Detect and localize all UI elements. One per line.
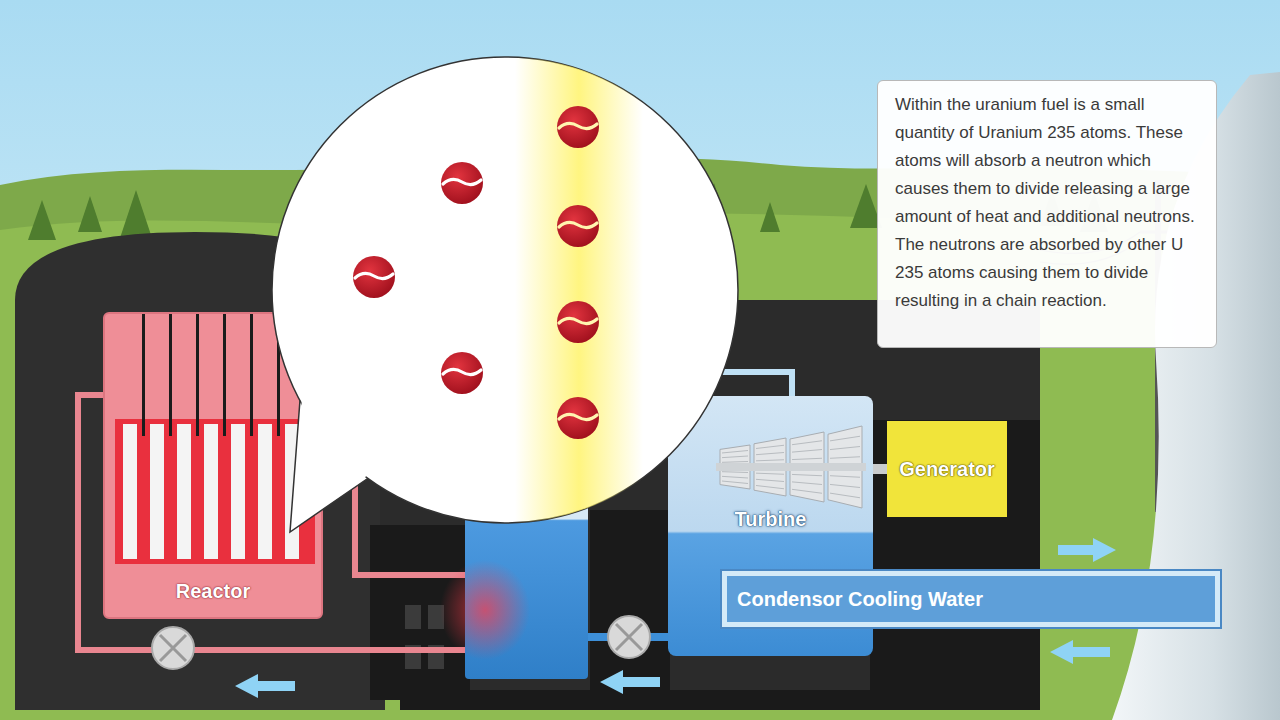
node-label: Condensor Cooling Water: [737, 588, 983, 611]
atom: [557, 397, 599, 439]
fuel-rods: [105, 314, 325, 617]
turbine-hall: [380, 300, 1040, 700]
atom: [441, 162, 483, 204]
callout-note: Within the uranium fuel is a small quant…: [877, 80, 1217, 348]
heat-exchange-glow: [440, 560, 530, 660]
cooling-water-pipe: Condensor Cooling Water: [722, 571, 1220, 627]
uranium-atoms: [353, 106, 599, 439]
atom: [441, 352, 483, 394]
node-label: Reactor: [176, 580, 250, 603]
bubble-tail: [290, 400, 380, 532]
atom: [557, 106, 599, 148]
node-label: Turbine: [735, 508, 807, 531]
atom: [557, 205, 599, 247]
atom: [557, 301, 599, 343]
node-label: Within the uranium fuel is a small quant…: [895, 91, 1204, 315]
windows: [405, 605, 444, 669]
containment-building: [15, 232, 385, 710]
bubble-tail-fill: [292, 398, 378, 528]
turbine-shaft: [873, 464, 887, 474]
atom: [353, 256, 395, 298]
generator-box: Generator: [887, 421, 1007, 517]
node-label: Generator: [899, 458, 995, 481]
valves: [152, 616, 650, 669]
zoom-bubble: [272, 57, 738, 523]
reactor-vessel: Reactor: [103, 312, 323, 619]
fission-glow: [515, 55, 643, 525]
